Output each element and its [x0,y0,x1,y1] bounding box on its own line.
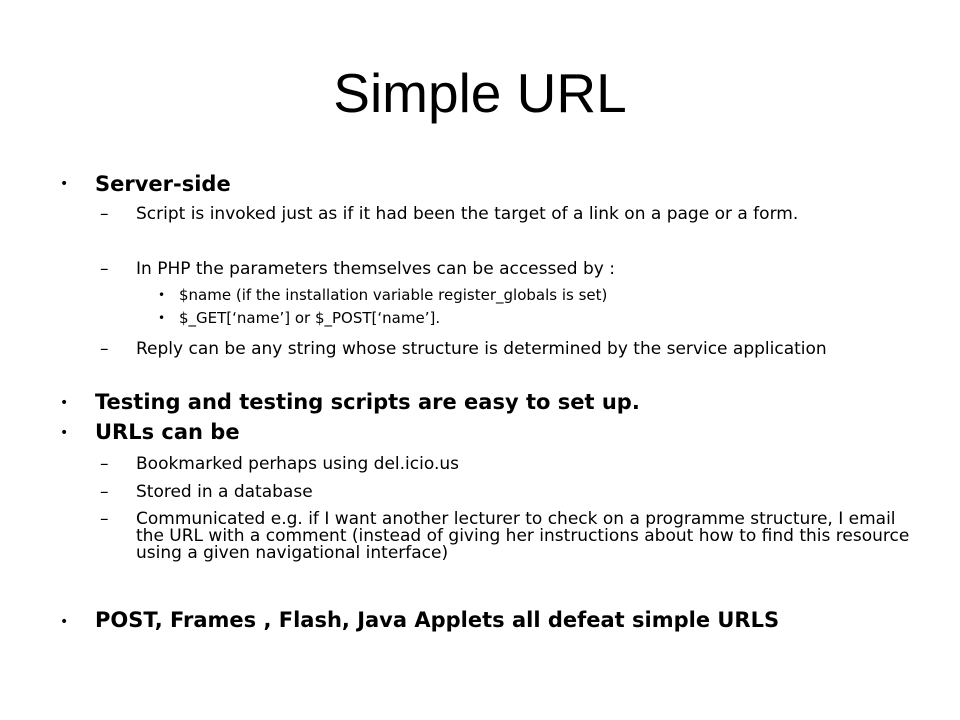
bullet-urls-can-be: URLs can be [95,420,240,444]
sub-bullet-php-parameters: In PHP the parameters themselves can be … [136,259,615,279]
bullet-server-side: Server-side [95,172,231,196]
bullet-icon: • [60,614,69,630]
sub-bullet-communicated: Communicated e.g. if I want another lect… [136,509,910,563]
bullet-testing: Testing and testing scripts are easy to … [95,390,640,414]
bullet-icon: • [60,425,69,441]
slide-title: Simple URL [333,62,627,124]
dash-icon: – [100,482,109,502]
dash-icon: – [100,259,109,279]
bullet-icon: • [60,395,69,411]
sub-sub-bullet-get-post: $_GET[‘name’] or $_POST[‘name’]. [179,309,441,327]
dash-icon: – [100,339,109,359]
dash-icon: – [100,454,109,474]
dot-bullet-icon: • [158,288,166,302]
dot-bullet-icon: • [158,311,166,325]
sub-sub-bullet-name-variable: $name (if the installation variable regi… [179,286,608,304]
dash-icon: – [100,509,109,529]
sub-bullet-script-invoked: Script is invoked just as if it had been… [136,204,799,224]
bullet-post-frames: POST, Frames , Flash, Java Applets all d… [95,608,780,632]
dash-icon: – [100,204,109,224]
sub-bullet-stored-database: Stored in a database [136,482,313,502]
bullet-icon: • [60,176,69,192]
sub-bullet-bookmarked: Bookmarked perhaps using del.icio.us [136,454,459,474]
sub-bullet-reply-string: Reply can be any string whose structure … [136,339,827,359]
